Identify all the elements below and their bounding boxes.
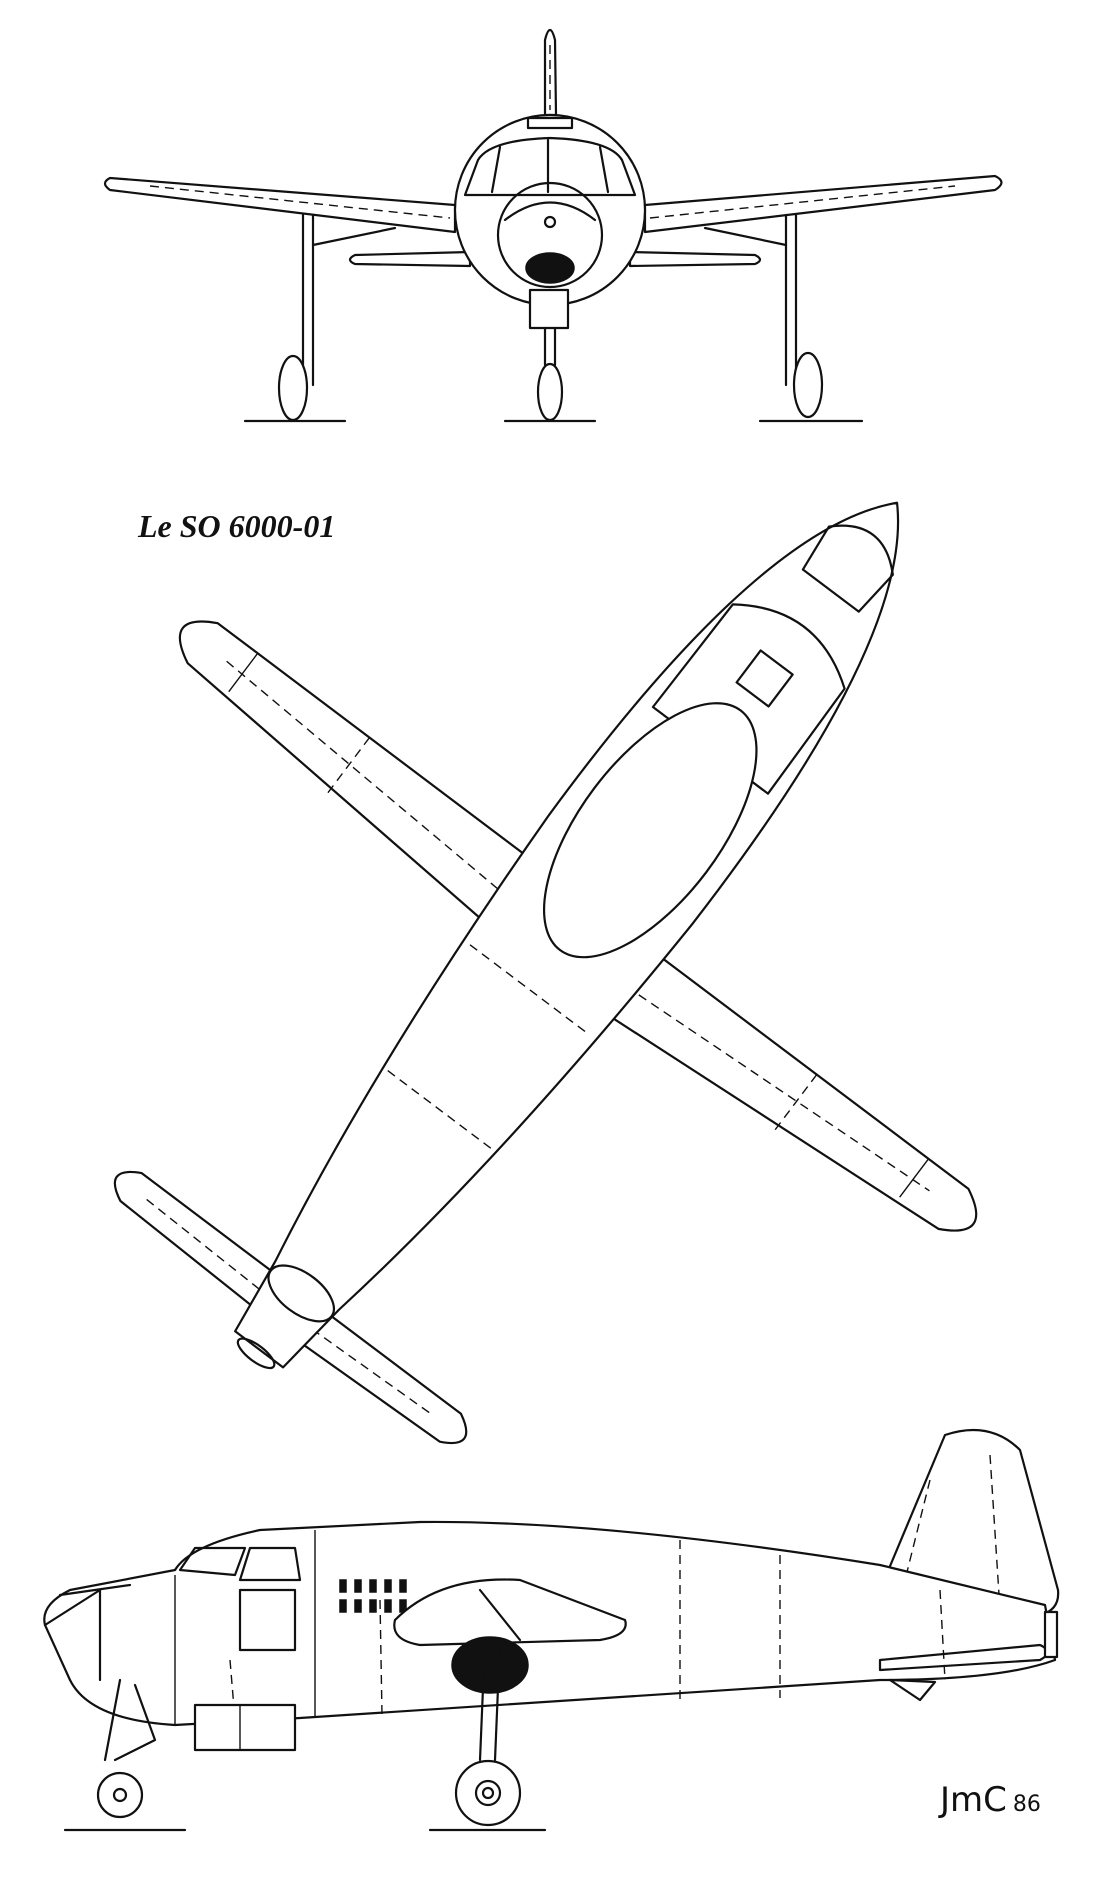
- front-right-wing: [643, 174, 1003, 234]
- front-fin: [543, 28, 558, 117]
- front-left-wing: [103, 176, 457, 234]
- side-wing: [393, 1578, 627, 1647]
- side-nose-gear: [103, 1678, 157, 1762]
- front-view: [103, 28, 1003, 423]
- front-canopy: [463, 136, 637, 197]
- front-nose-wheel: [536, 362, 564, 422]
- signature-year: 86: [1012, 1792, 1041, 1817]
- front-left-wheel: [277, 354, 309, 422]
- drawing-title: Le SO 6000-01: [138, 508, 336, 544]
- plan-exhaust: [267, 1264, 335, 1323]
- side-nose-wheel: [96, 1771, 144, 1819]
- front-left-stub: [348, 250, 472, 268]
- front-right-stub: [628, 250, 762, 268]
- plan-canopy: [651, 603, 846, 795]
- plan-view: [113, 501, 978, 1445]
- side-main-gear: [478, 1638, 502, 1762]
- front-intake-ring: [496, 181, 604, 289]
- side-main-wheel: [454, 1759, 522, 1827]
- signature-initials: JmC: [940, 1780, 1007, 1820]
- front-air-intake: [525, 252, 575, 284]
- front-right-wheel: [792, 351, 824, 419]
- side-wheel-well: [451, 1636, 529, 1694]
- plan-engine-hatch: [542, 702, 758, 959]
- side-canopy: [178, 1546, 247, 1577]
- side-view: [43, 1428, 1060, 1832]
